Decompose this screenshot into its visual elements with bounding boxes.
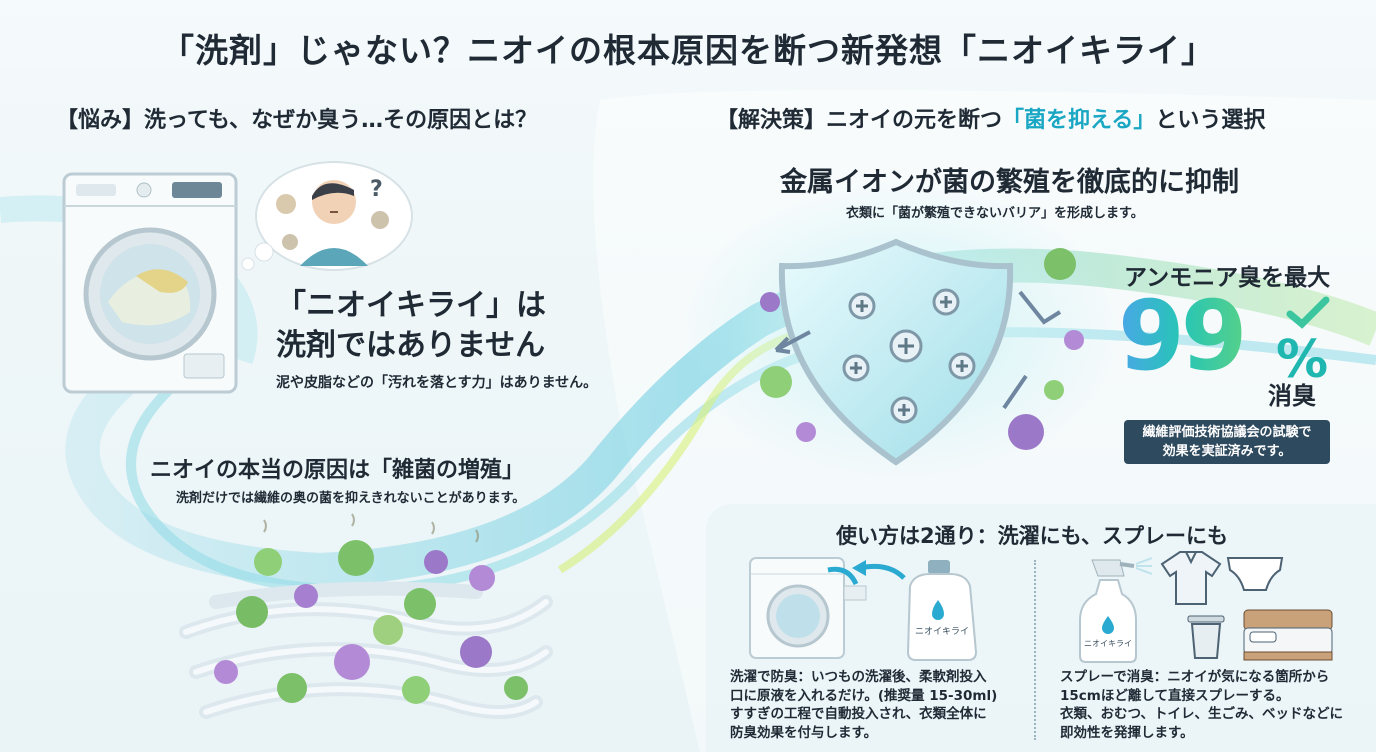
method-laundry-text: 洗濯で防臭：いつもの洗濯後、柔軟剤投入 口に原液を入れるだけ。(推奨量 15-3… [730, 668, 1030, 742]
solution-heading-pre: 【解決策】ニオイの元を断つ [716, 108, 1003, 133]
washing-machine-small-icon [749, 557, 867, 659]
washing-machine-icon [62, 172, 238, 394]
trash-can-icon [1187, 615, 1225, 659]
germ-icon [760, 292, 780, 312]
cert-line-1: 繊維評価技術協議会の試験で [1142, 425, 1312, 440]
check-icon [1286, 296, 1330, 329]
solution-heading: 【解決策】ニオイの元を断つ「菌を抑える」という選択 [716, 102, 1265, 134]
shield-icon [778, 238, 1014, 466]
bottle-label: ニオイキライ [915, 626, 969, 637]
diaper-icon [1226, 557, 1284, 591]
usage-divider [1034, 560, 1036, 740]
bed-icon [1243, 609, 1333, 661]
stat-suffix: 消臭 [1268, 382, 1316, 410]
solution-heading-accent: 「菌を抑える」 [1002, 108, 1156, 133]
spray-icon: ニオイキライ [1079, 557, 1153, 663]
claim-subtext: 泥や皮脂などの「汚れを落とす力」はありません。 [276, 375, 598, 391]
question-icon: ? [370, 177, 383, 202]
cert-line-2: 効果を実証済みです。 [1162, 444, 1292, 459]
stat-unit: % [1276, 330, 1329, 390]
stat-label: アンモニア臭を最大 [1124, 265, 1331, 291]
shirt-icon [1160, 551, 1222, 605]
solution-title: 金属イオンが菌の繁殖を徹底的に抑制 [780, 167, 1239, 198]
repelled-germs [760, 248, 1084, 450]
usage-heading: 使い方は2通り：洗濯にも、スプレーにも [836, 524, 1228, 548]
method-laundry-line-3: すすぎの工程で自動投入され、衣類全体に [730, 706, 987, 722]
problem-heading: 【悩み】洗っても、なぜか臭う…その原因とは？ [56, 108, 538, 133]
page-title: 「洗剤」じゃない？ニオイの根本原因を断つ新発想「ニオイキライ」 [161, 31, 1215, 70]
arrow-icon [852, 560, 906, 580]
germ-icon [214, 540, 528, 704]
arrow-icon [774, 290, 1062, 410]
method-laundry-line-1: 洗濯で防臭：いつもの洗濯後、柔軟剤投入 [730, 669, 987, 685]
method-laundry-line-4: 防臭効果を付与します。 [730, 724, 878, 741]
method-spray-line-3: 衣類、おむつ、トイレ、生ごみ、ベッドなどに [1060, 706, 1343, 722]
method-spray-text: スプレーで消臭：ニオイが気になる箇所から 15cmほど離して直接スプレーする。 … [1060, 668, 1360, 742]
claim-line-1: 「ニオイキライ」は [276, 288, 546, 323]
method-spray-line-1: スプレーで消臭：ニオイが気になる箇所から [1060, 669, 1330, 685]
fiber-germs-illustration [179, 513, 553, 719]
claim-line-2: 洗剤ではありません [276, 328, 546, 363]
claim-heading: 「ニオイキライ」は 洗剤ではありません [276, 286, 546, 366]
method-spray-line-4: 即効性を発揮します。 [1060, 724, 1194, 741]
stat-value: 99 [1118, 280, 1248, 392]
solution-heading-post: という選択 [1155, 108, 1266, 133]
method-laundry-line-2: 口に原液を入れるだけ。(推奨量 15-30ml) [730, 687, 998, 704]
cause-heading: ニオイの本当の原因は「雑菌の増殖」 [150, 458, 525, 483]
spray-label: ニオイキライ [1084, 639, 1132, 648]
solution-subtext: 衣類に「菌が繁殖できないバリア」を形成します。 [846, 206, 1144, 221]
cause-subtext: 洗剤だけでは繊維の奥の菌を抑えきれないことがあります。 [176, 491, 526, 506]
certification-badge: 繊維評価技術協議会の試験で 効果を実証済みです。 [1124, 420, 1330, 464]
method-spray-line-2: 15cmほど離して直接スプレーする。 [1060, 687, 1290, 704]
thinking-person-icon: ? [241, 161, 413, 271]
bottle-icon: ニオイキライ [906, 560, 978, 661]
